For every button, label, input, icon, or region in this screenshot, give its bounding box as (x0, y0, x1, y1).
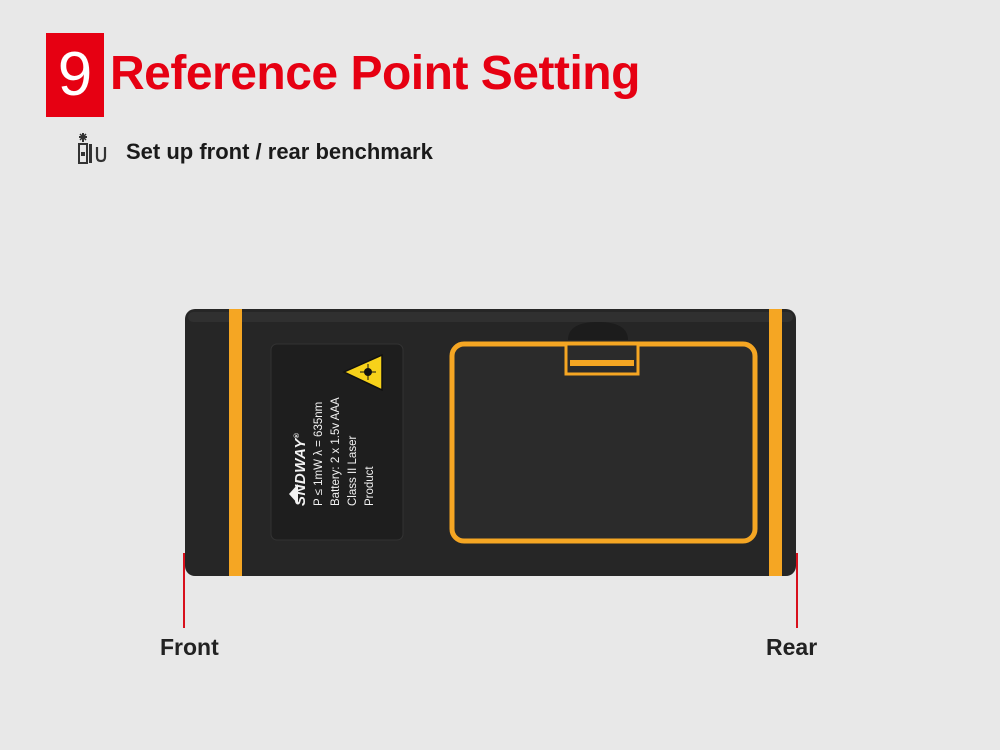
rear-label: Rear (766, 634, 818, 660)
battery-latch (564, 342, 640, 376)
spec-line: Class II Laser (347, 435, 359, 506)
spec-label-panel (270, 343, 404, 541)
reference-point-icon (76, 131, 112, 167)
rear-reference-marker (796, 553, 798, 628)
page-title: Reference Point Setting (110, 47, 640, 100)
brand-name: SNDWAY® (292, 432, 309, 506)
front-reference-marker (183, 553, 185, 628)
battery-latch-bump (568, 322, 628, 340)
mode-description: Set up front / rear benchmark (126, 139, 433, 164)
section-number-badge: 9 (46, 33, 104, 117)
spec-label: SNDWAY® P ≤ 1mW λ = 635nm Battery: 2 x 1… (271, 344, 403, 540)
spec-line: Product (364, 466, 376, 506)
spec-line: Battery: 2 x 1.5v AAA (330, 397, 342, 506)
spec-line: P ≤ 1mW λ = 635nm (313, 401, 325, 506)
front-stripe (229, 309, 242, 576)
laser-warning-icon (342, 353, 383, 392)
front-label: Front (160, 634, 219, 660)
rear-stripe (769, 309, 782, 576)
brand-logo-icon (289, 484, 298, 504)
